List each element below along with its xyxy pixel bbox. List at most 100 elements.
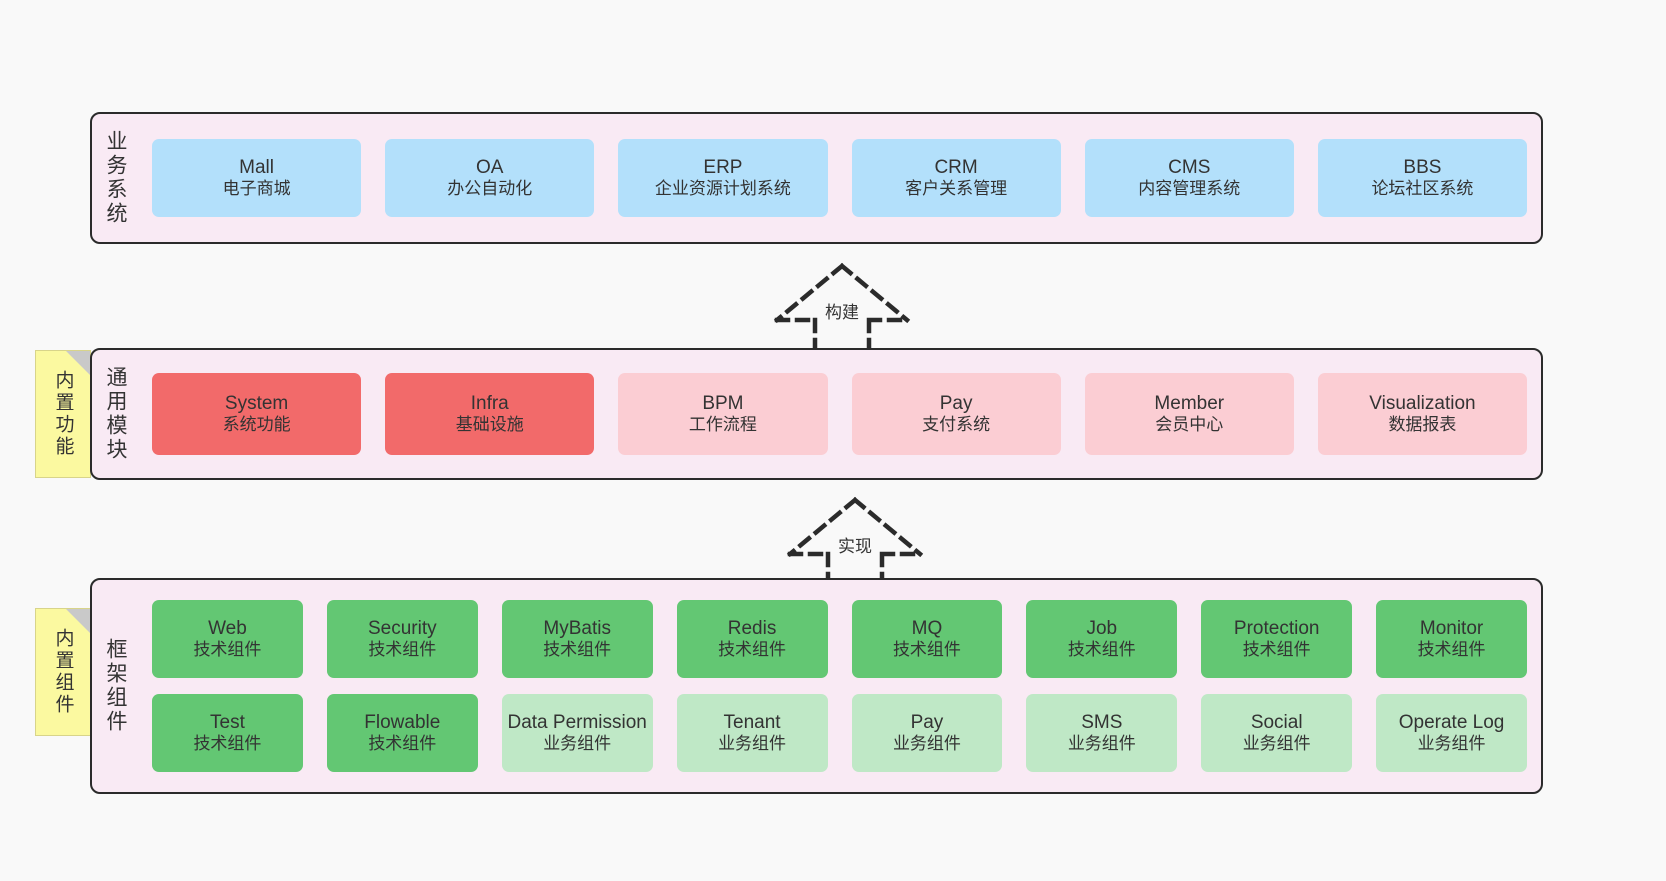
node-cms[interactable]: CMS 内容管理系统 xyxy=(1084,139,1294,217)
layer-label-business-systems: 业务系统 xyxy=(104,130,127,226)
node-title: Tenant xyxy=(723,712,781,734)
node-operate-log[interactable]: Operate Log 业务组件 xyxy=(1376,694,1527,772)
node-subtitle: 会员中心 xyxy=(1155,415,1224,435)
node-subtitle: 技术组件 xyxy=(1067,640,1136,660)
node-title: Web xyxy=(208,618,247,640)
connector-implement-arrow: 实现 xyxy=(770,492,940,588)
node-bpm[interactable]: BPM 工作流程 xyxy=(618,373,828,455)
node-title: Pay xyxy=(939,393,973,415)
node-title: Visualization xyxy=(1369,393,1476,415)
node-sms[interactable]: SMS 业务组件 xyxy=(1026,694,1178,772)
node-title: BPM xyxy=(702,393,744,415)
node-subtitle: 基础设施 xyxy=(455,415,524,435)
node-title: Social xyxy=(1250,712,1303,734)
node-title: BBS xyxy=(1403,157,1442,179)
sticky-note-builtin-components: 内置组件 xyxy=(35,608,91,736)
node-subtitle: 论坛社区系统 xyxy=(1371,179,1474,199)
dashed-up-arrow-icon xyxy=(773,262,911,354)
node-subtitle: 技术组件 xyxy=(368,640,437,660)
node-erp[interactable]: ERP 企业资源计划系统 xyxy=(618,139,828,217)
node-title: CRM xyxy=(934,157,978,179)
node-title: Data Permission xyxy=(507,712,647,734)
node-subtitle: 业务组件 xyxy=(543,734,612,754)
node-row: Test 技术组件 Flowable 技术组件 Data Permission … xyxy=(152,694,1527,772)
node-subtitle: 技术组件 xyxy=(368,734,437,754)
node-visualization[interactable]: Visualization 数据报表 xyxy=(1317,373,1528,455)
node-security[interactable]: Security 技术组件 xyxy=(326,600,478,678)
node-subtitle: 技术组件 xyxy=(193,734,262,754)
node-subtitle: 技术组件 xyxy=(892,640,961,660)
node-title: Protection xyxy=(1233,618,1320,640)
node-title: Mall xyxy=(239,157,274,179)
node-title: Infra xyxy=(470,393,509,415)
node-monitor[interactable]: Monitor 技术组件 xyxy=(1376,600,1527,678)
node-subtitle: 业务组件 xyxy=(1417,734,1486,754)
layer-body-business-systems: Mall 电子商城 OA 办公自动化 ERP 企业资源计划系统 CRM 客户关系… xyxy=(138,114,1541,242)
node-protection[interactable]: Protection 技术组件 xyxy=(1201,600,1353,678)
node-crm[interactable]: CRM 客户关系管理 xyxy=(851,139,1061,217)
node-title: Monitor xyxy=(1419,618,1484,640)
dashed-up-arrow-icon xyxy=(786,496,924,588)
node-flowable[interactable]: Flowable 技术组件 xyxy=(326,694,478,772)
node-mq[interactable]: MQ 技术组件 xyxy=(851,600,1003,678)
node-bbs[interactable]: BBS 论坛社区系统 xyxy=(1317,139,1528,217)
node-title: Test xyxy=(210,712,245,734)
node-subtitle: 支付系统 xyxy=(922,415,991,435)
layer-label-common-modules: 通用模块 xyxy=(104,366,127,462)
node-title: MyBatis xyxy=(543,618,611,640)
node-pay-module[interactable]: Pay 支付系统 xyxy=(851,373,1061,455)
sticky-note-label: 内置组件 xyxy=(52,628,74,716)
node-subtitle: 企业资源计划系统 xyxy=(654,179,791,199)
node-title: SMS xyxy=(1081,712,1123,734)
node-member[interactable]: Member 会员中心 xyxy=(1084,373,1294,455)
node-subtitle: 办公自动化 xyxy=(447,179,533,199)
node-system[interactable]: System 系统功能 xyxy=(152,373,362,455)
node-subtitle: 工作流程 xyxy=(688,415,757,435)
node-pay-component[interactable]: Pay 业务组件 xyxy=(851,694,1003,772)
node-subtitle: 业务组件 xyxy=(718,734,787,754)
node-title: Job xyxy=(1086,618,1118,640)
node-title: Flowable xyxy=(364,712,441,734)
node-mybatis[interactable]: MyBatis 技术组件 xyxy=(501,600,653,678)
node-subtitle: 业务组件 xyxy=(892,734,961,754)
sticky-note-builtin-features: 内置功能 xyxy=(35,350,91,478)
node-subtitle: 电子商城 xyxy=(222,179,291,199)
node-subtitle: 技术组件 xyxy=(1417,640,1486,660)
node-row: Mall 电子商城 OA 办公自动化 ERP 企业资源计划系统 CRM 客户关系… xyxy=(152,139,1528,217)
connector-implement-label: 实现 xyxy=(838,537,872,556)
node-job[interactable]: Job 技术组件 xyxy=(1026,600,1178,678)
node-subtitle: 业务组件 xyxy=(1242,734,1311,754)
node-web[interactable]: Web 技术组件 xyxy=(152,600,303,678)
node-subtitle: 系统功能 xyxy=(222,415,291,435)
node-oa[interactable]: OA 办公自动化 xyxy=(385,139,595,217)
sticky-note-label: 内置功能 xyxy=(52,370,74,458)
node-mall[interactable]: Mall 电子商城 xyxy=(152,139,362,217)
node-data-permission[interactable]: Data Permission 业务组件 xyxy=(501,694,653,772)
node-subtitle: 数据报表 xyxy=(1388,415,1457,435)
node-title: System xyxy=(224,393,289,415)
node-title: Operate Log xyxy=(1398,712,1505,734)
node-infra[interactable]: Infra 基础设施 xyxy=(385,373,595,455)
node-title: Redis xyxy=(727,618,777,640)
node-title: MQ xyxy=(911,618,943,640)
node-subtitle: 业务组件 xyxy=(1067,734,1136,754)
node-title: Pay xyxy=(910,712,944,734)
node-title: ERP xyxy=(703,157,743,179)
node-title: Security xyxy=(367,618,437,640)
node-title: CMS xyxy=(1168,157,1211,179)
node-social[interactable]: Social 业务组件 xyxy=(1201,694,1353,772)
connector-build-arrow: 构建 xyxy=(757,258,927,354)
node-title: Member xyxy=(1154,393,1225,415)
node-subtitle: 客户关系管理 xyxy=(905,179,1008,199)
node-test[interactable]: Test 技术组件 xyxy=(152,694,303,772)
layer-body-framework-components: Web 技术组件 Security 技术组件 MyBatis 技术组件 Redi… xyxy=(138,580,1541,792)
node-tenant[interactable]: Tenant 业务组件 xyxy=(676,694,828,772)
node-subtitle: 技术组件 xyxy=(543,640,612,660)
node-subtitle: 技术组件 xyxy=(193,640,262,660)
node-row: Web 技术组件 Security 技术组件 MyBatis 技术组件 Redi… xyxy=(152,600,1527,678)
layer-business-systems: 业务系统 Mall 电子商城 OA 办公自动化 ERP 企业资源计划系统 CRM… xyxy=(90,112,1543,244)
connector-build-label: 构建 xyxy=(825,303,859,322)
layer-common-modules: 通用模块 System 系统功能 Infra 基础设施 BPM 工作流程 Pay… xyxy=(90,348,1543,480)
node-redis[interactable]: Redis 技术组件 xyxy=(676,600,828,678)
